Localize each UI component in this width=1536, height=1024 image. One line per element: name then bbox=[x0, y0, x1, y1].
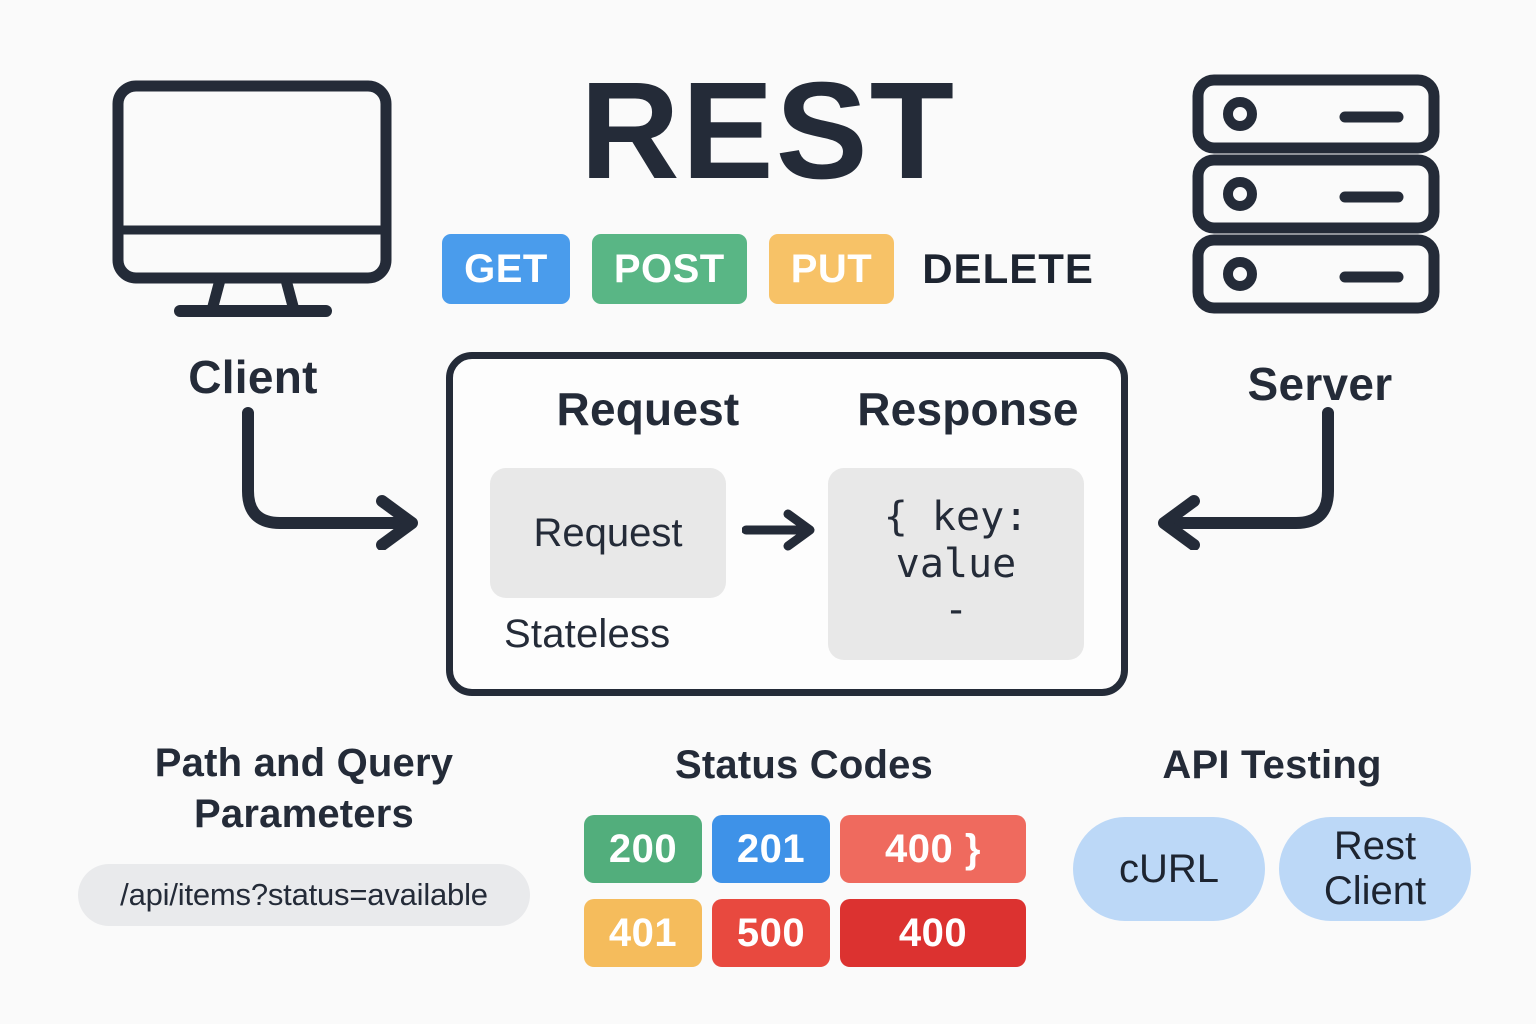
status-codes-title: Status Codes bbox=[674, 743, 933, 787]
server-rack-icon bbox=[1192, 74, 1440, 314]
response-body-line-3: - bbox=[943, 587, 969, 634]
request-body-panel: Request bbox=[490, 468, 726, 598]
status-badge-200[interactable]: 200 bbox=[584, 815, 702, 884]
api-tool-rest-client-line-1: Rest bbox=[1333, 824, 1417, 869]
server-label: Server bbox=[1247, 358, 1393, 410]
path-query-parameters-title: Path and Query Parameters bbox=[62, 738, 546, 840]
client-label: Client bbox=[188, 351, 318, 403]
method-badge-get-label: GET bbox=[464, 246, 548, 291]
method-badge-get[interactable]: GET bbox=[442, 234, 570, 304]
request-column-title: Request bbox=[556, 383, 740, 435]
api-tool-rest-client-line-2: Client bbox=[1323, 869, 1427, 914]
client-node: Client bbox=[108, 78, 398, 404]
status-badge-201-label: 201 bbox=[736, 826, 806, 871]
api-testing-title: API Testing bbox=[1162, 743, 1382, 787]
api-tool-pill-rest-client[interactable]: Rest Client bbox=[1279, 817, 1471, 922]
api-tool-curl-label: cURL bbox=[1118, 846, 1220, 891]
example-url-text: /api/items?status=available bbox=[120, 877, 488, 913]
status-badge-401[interactable]: 401 bbox=[584, 899, 702, 968]
request-body-text: Request bbox=[533, 510, 683, 555]
arrow-server-to-exchange bbox=[1140, 405, 1340, 555]
status-badge-401-label: 401 bbox=[608, 910, 678, 955]
status-badge-500-label: 500 bbox=[736, 910, 806, 955]
status-badge-400-brace[interactable]: 400 } bbox=[840, 815, 1026, 884]
arrow-request-to-response bbox=[741, 505, 818, 560]
status-badge-201[interactable]: 201 bbox=[712, 815, 830, 884]
status-badge-200-label: 200 bbox=[608, 826, 678, 871]
response-column-title: Response bbox=[857, 383, 1079, 435]
status-badge-500[interactable]: 500 bbox=[712, 899, 830, 968]
page-title: REST bbox=[579, 54, 957, 208]
arrow-client-to-exchange bbox=[236, 405, 436, 555]
http-methods-row: GET POST PUT DELETE bbox=[0, 234, 1536, 304]
method-badge-post[interactable]: POST bbox=[591, 234, 747, 304]
status-badge-400-brace-label: 400 } bbox=[885, 826, 981, 871]
api-testing-pills: cURL Rest Client bbox=[1062, 817, 1482, 922]
response-body-panel: { key: value - bbox=[828, 468, 1084, 660]
path-query-title-line-1: Path and Query bbox=[154, 741, 454, 785]
method-badge-put-label: PUT bbox=[790, 246, 873, 291]
method-badge-post-label: POST bbox=[613, 246, 725, 291]
response-body-line-2: value bbox=[895, 540, 1017, 587]
stateless-label: Stateless bbox=[504, 612, 671, 656]
status-codes-section: Status Codes 200 201 400 } 401 500 400 bbox=[574, 740, 1034, 968]
monitor-icon bbox=[112, 80, 392, 317]
example-url-pill[interactable]: /api/items?status=available bbox=[78, 864, 530, 927]
status-badge-400[interactable]: 400 bbox=[840, 899, 1026, 968]
status-codes-grid: 200 201 400 } 401 500 400 bbox=[574, 815, 1034, 968]
server-node: Server bbox=[1190, 72, 1450, 411]
api-tool-pill-curl[interactable]: cURL bbox=[1073, 817, 1265, 922]
path-query-parameters-section: Path and Query Parameters /api/items?sta… bbox=[62, 738, 546, 927]
method-label-delete[interactable]: DELETE bbox=[922, 245, 1094, 292]
response-body-line-1: { key: bbox=[883, 494, 1029, 541]
path-query-title-line-2: Parameters bbox=[194, 792, 414, 837]
method-badge-put[interactable]: PUT bbox=[768, 234, 895, 304]
api-testing-section: API Testing cURL Rest Client bbox=[1062, 740, 1482, 922]
status-badge-400-label: 400 bbox=[898, 910, 968, 955]
